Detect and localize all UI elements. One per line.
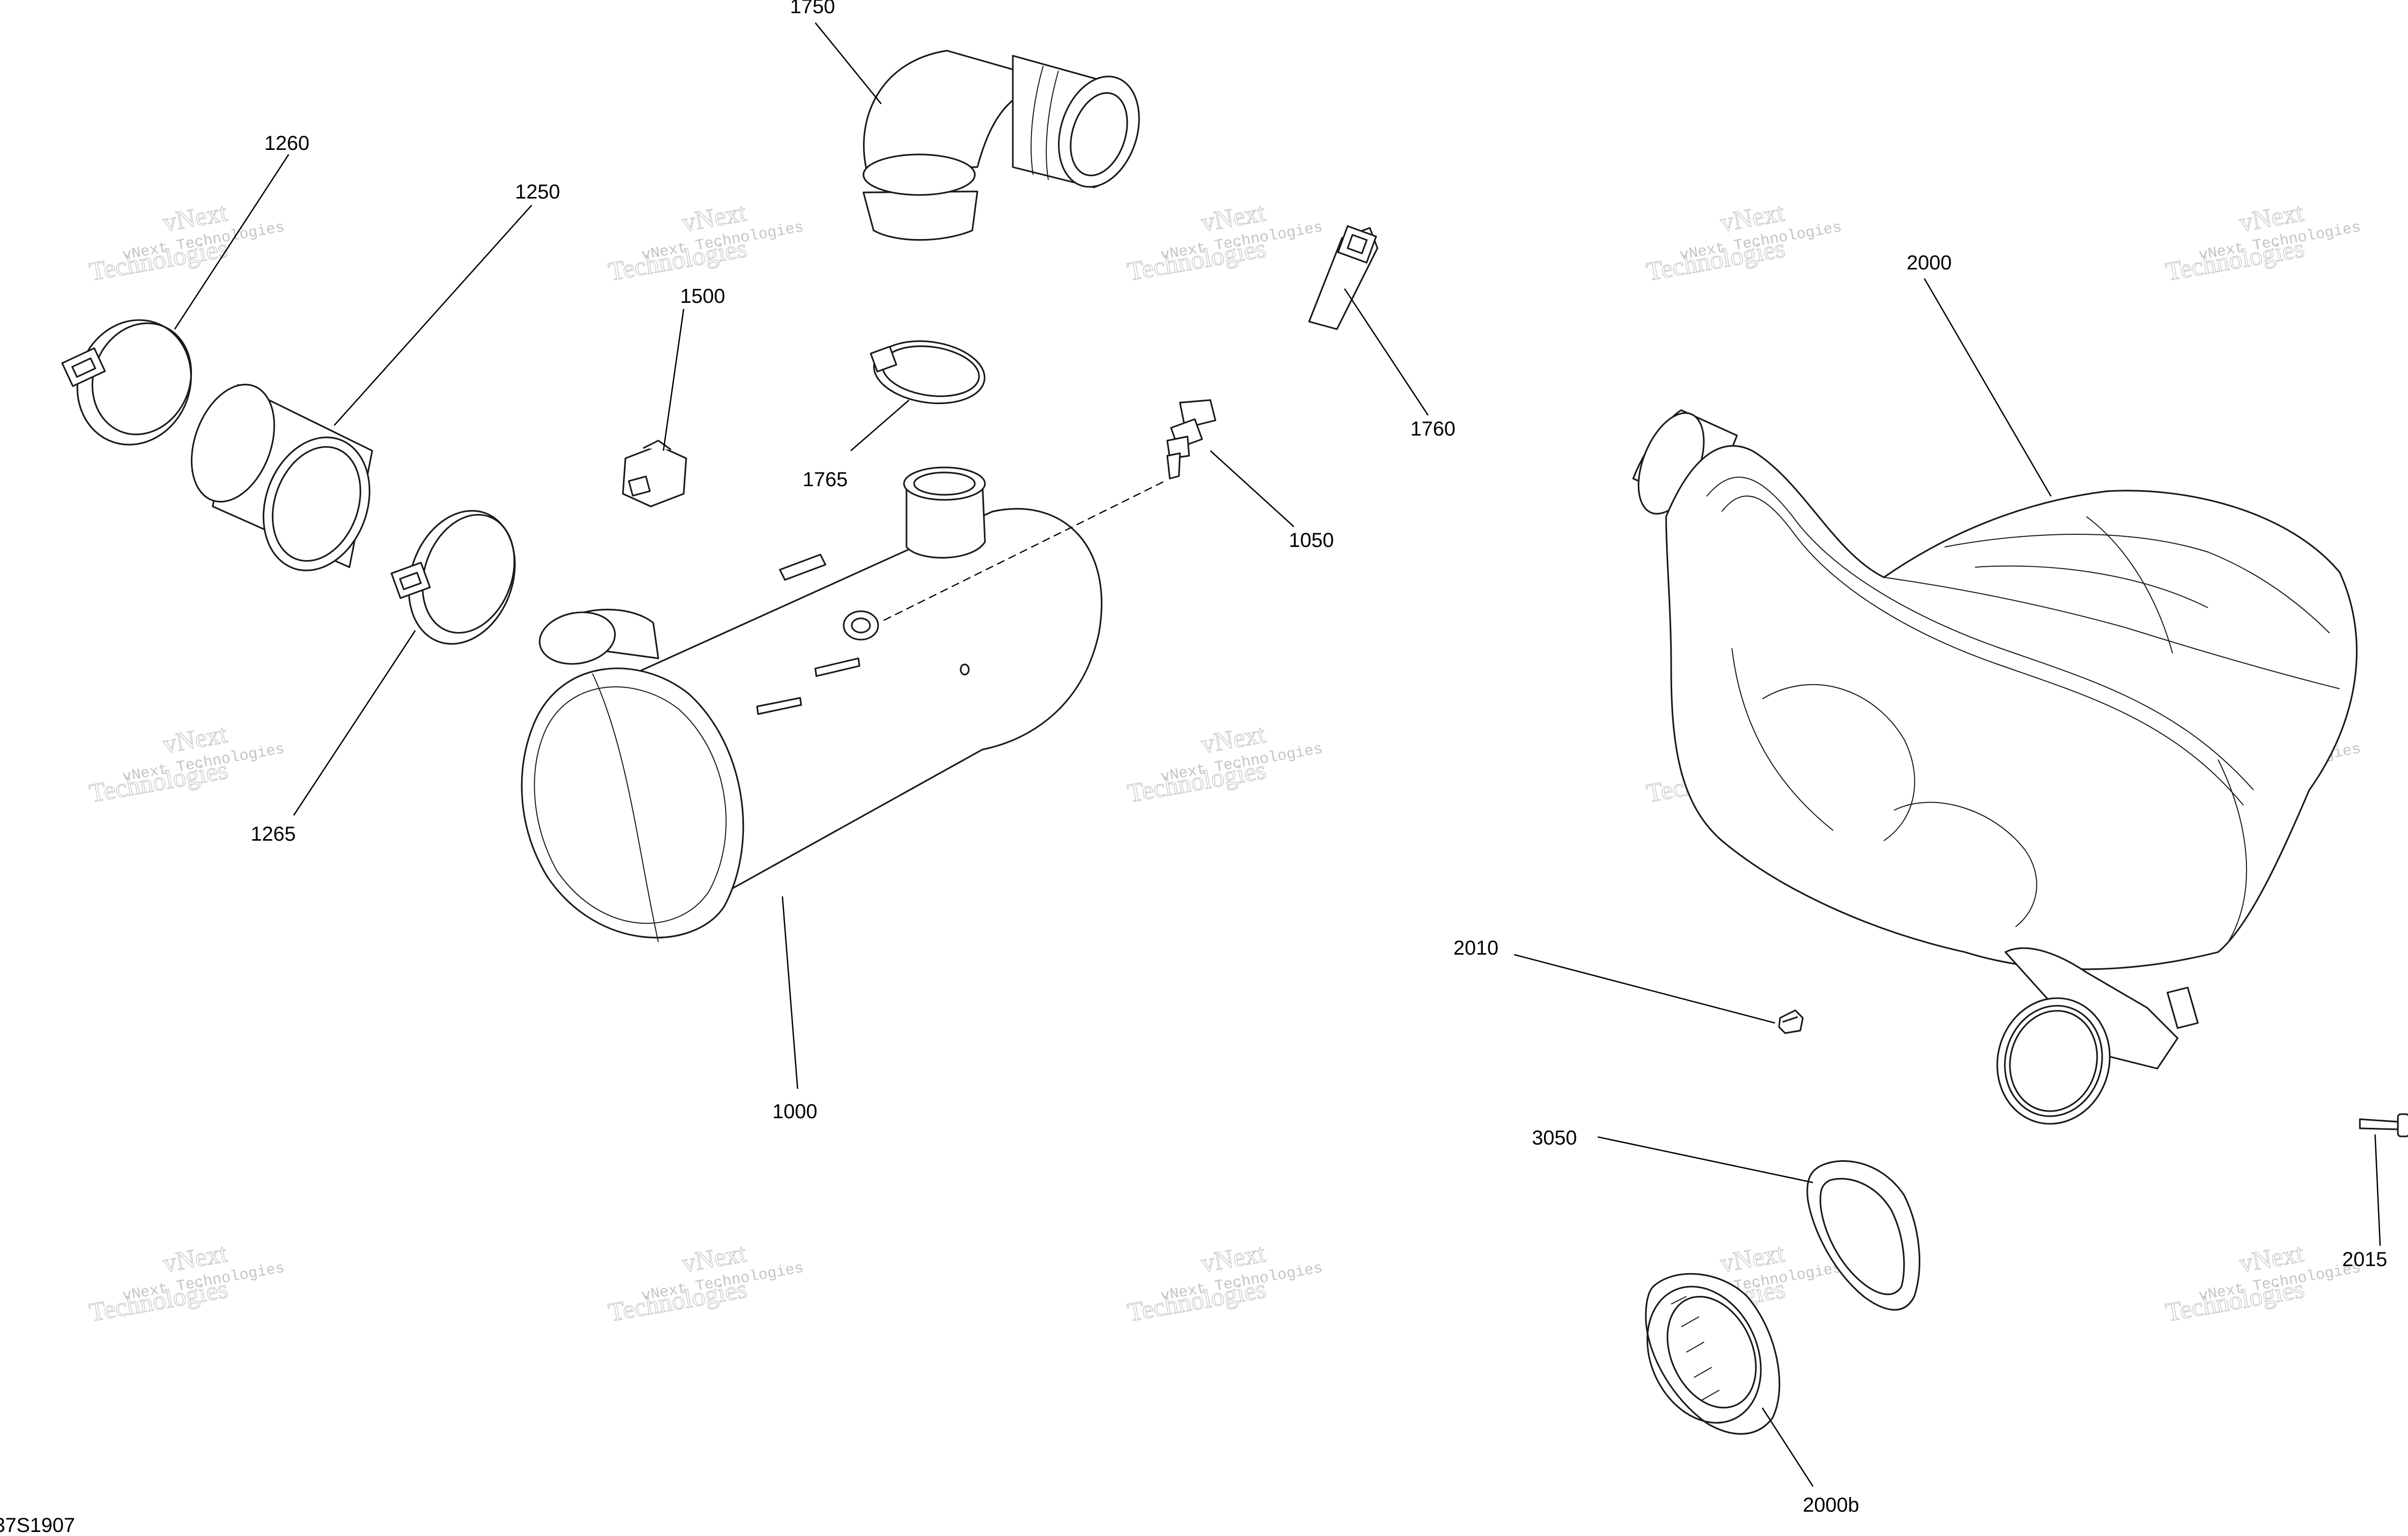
part-1050-temperature-sensor bbox=[1166, 399, 1216, 480]
callout-1765[interactable]: 1765 bbox=[803, 468, 848, 491]
callout-1050[interactable]: 1050 bbox=[1289, 529, 1334, 552]
part-1750-elbow-hose bbox=[862, 50, 1140, 241]
callout-1265[interactable]: 1265 bbox=[251, 823, 296, 845]
callout-1000[interactable]: 1000 bbox=[772, 1100, 817, 1123]
callout-1500[interactable]: 1500 bbox=[680, 285, 725, 307]
callout-1750[interactable]: 1750 bbox=[790, 0, 835, 18]
callout-1250[interactable]: 1250 bbox=[515, 181, 560, 203]
callout-3050[interactable]: 3050 bbox=[1532, 1127, 1577, 1149]
callout-2000b[interactable]: 2000b bbox=[1803, 1494, 1859, 1516]
part-1250-rubber-sleeve bbox=[190, 383, 373, 571]
callout-2000[interactable]: 2000 bbox=[1907, 252, 1952, 274]
part-1765-small-clamp bbox=[870, 340, 985, 404]
callout-labels: 1750 1260 1250 1500 1765 1760 1050 2000 … bbox=[251, 0, 2387, 1516]
part-2015-screw bbox=[2359, 1113, 2408, 1137]
part-1760-strap-clamp bbox=[1308, 225, 1378, 330]
part-3050-gasket bbox=[1806, 1160, 1920, 1311]
part-1000-muffler bbox=[521, 466, 1102, 942]
document-code: 37S1907 bbox=[0, 1514, 75, 1536]
part-1265-hose-clamp bbox=[390, 510, 516, 645]
callout-2015[interactable]: 2015 bbox=[2342, 1248, 2387, 1271]
part-2000-airbox bbox=[1632, 409, 2358, 1125]
leader-lines bbox=[174, 22, 2381, 1487]
part-2010-plug bbox=[1778, 1009, 1804, 1034]
part-2000b-retaining-nut bbox=[1645, 1273, 1781, 1435]
callout-1760[interactable]: 1760 bbox=[1410, 418, 1455, 440]
callout-2010[interactable]: 2010 bbox=[1453, 937, 1498, 959]
callout-1260[interactable]: 1260 bbox=[264, 132, 309, 154]
part-1260-hose-clamp bbox=[61, 319, 192, 446]
part-1500-connector bbox=[622, 440, 687, 507]
